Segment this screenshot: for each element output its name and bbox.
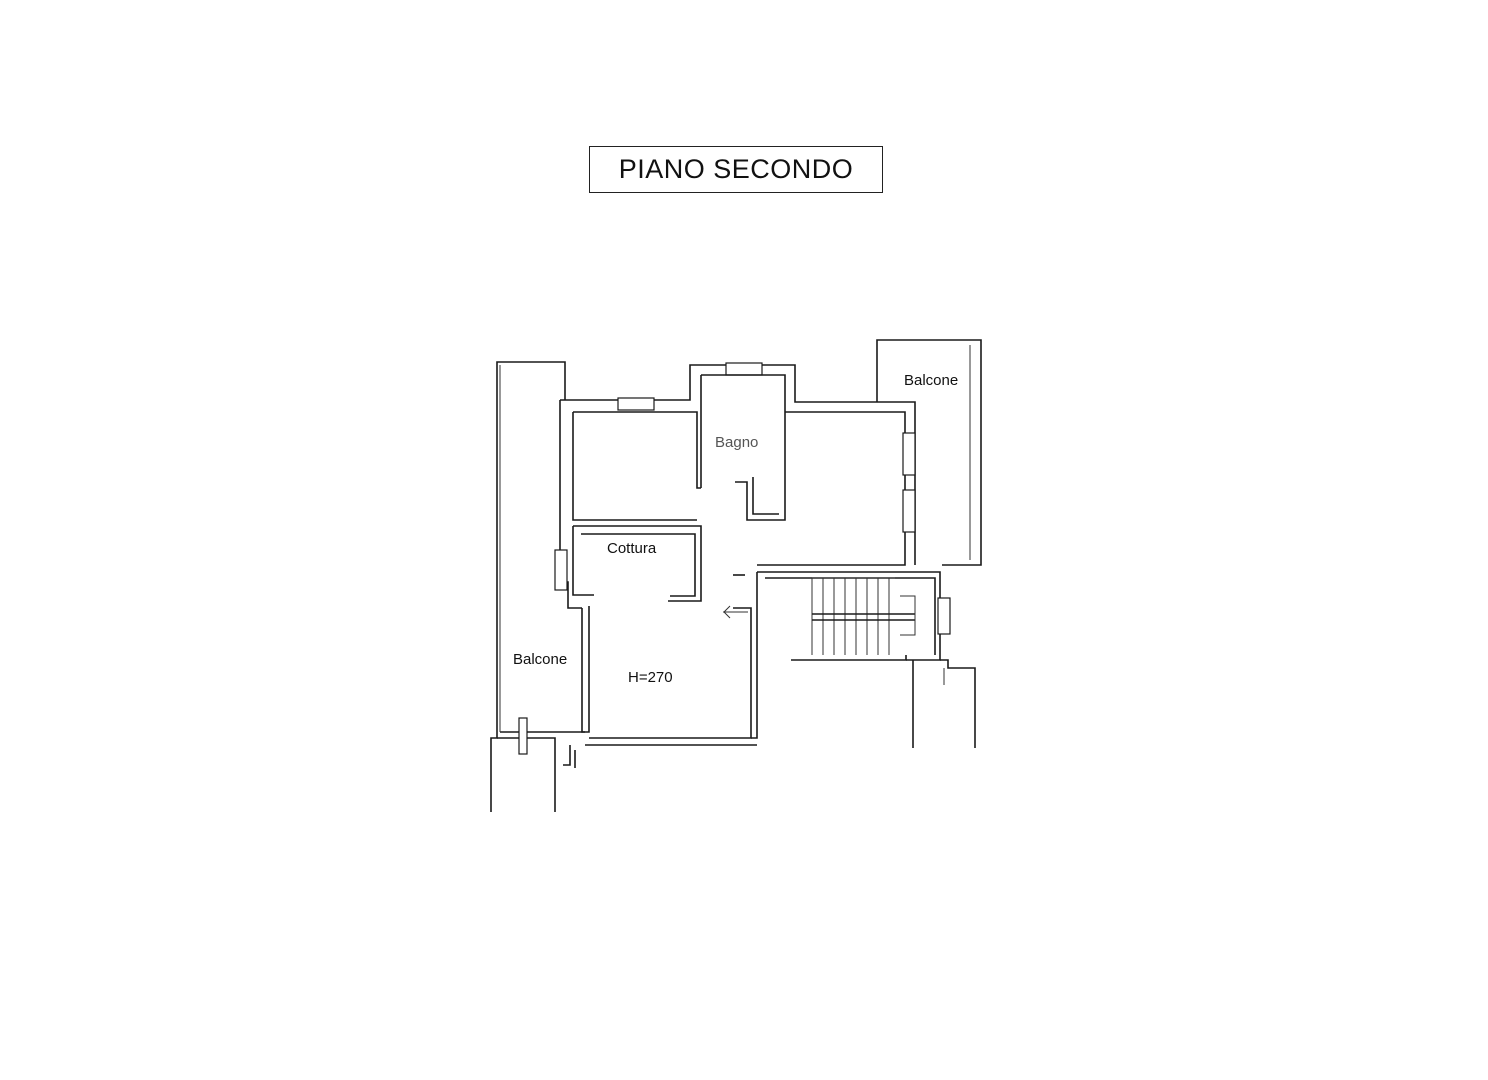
room-label-height: H=270: [628, 669, 673, 686]
lower-right-walls: [912, 659, 976, 748]
stair-walls: [757, 571, 951, 661]
right-balcony-walls: [876, 339, 982, 566]
window-right-2: [902, 489, 916, 533]
left-balcony-walls: [490, 361, 585, 812]
balcony-door-marker: [518, 717, 528, 755]
living-walls: [563, 572, 758, 768]
plan-title: PIANO SECONDO: [589, 146, 883, 193]
window-cottura: [554, 549, 568, 591]
window-stair: [937, 597, 951, 635]
room-label-bagno: Bagno: [715, 434, 759, 451]
cottura-walls: [554, 525, 702, 602]
right-room-walls: [757, 411, 916, 566]
room-label-balcone-left: Balcone: [513, 651, 568, 668]
upper-left-room-walls: [559, 362, 916, 609]
room-label-cottura: Cottura: [607, 540, 657, 557]
bagno-walls: [700, 374, 786, 521]
window-bagno: [725, 362, 763, 376]
room-label-balcone-right: Balcone: [904, 372, 959, 389]
window-right-1: [902, 432, 916, 476]
window-top-left: [617, 397, 655, 411]
